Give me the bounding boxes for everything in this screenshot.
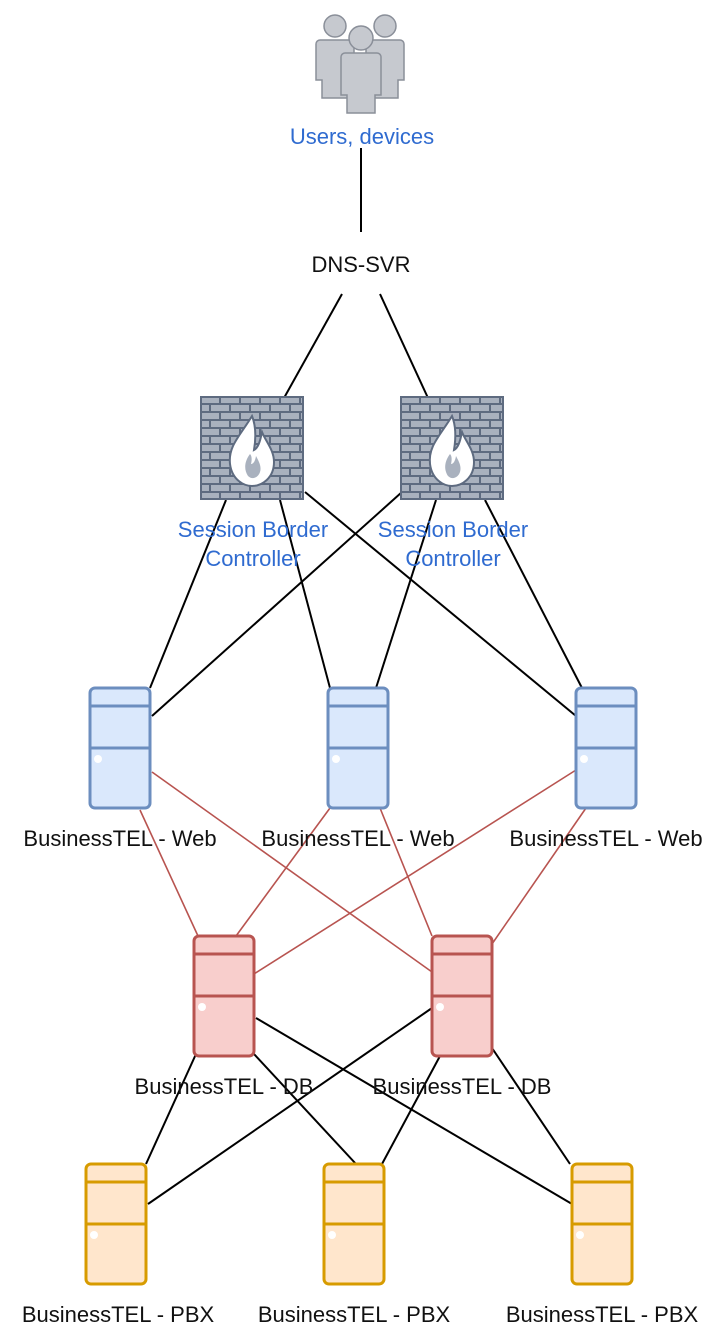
link-db2-pbx3 (491, 1047, 571, 1165)
server-icon (328, 688, 388, 808)
link-web3-db1 (253, 769, 577, 975)
sbc-label-1-line-1: Session Border (178, 517, 328, 542)
web-server-label-3: BusinessTEL - Web (509, 826, 702, 851)
link-sbc1-web2 (279, 499, 331, 689)
server-icon (432, 936, 492, 1056)
server-icon (90, 688, 150, 808)
sbc-label-2-line-1: Session Border (378, 517, 528, 542)
link-db2-pbx2 (381, 1055, 441, 1165)
link-web2-db2 (379, 807, 433, 937)
server-icon (572, 1164, 632, 1284)
firewall-icon (200, 396, 304, 500)
server-icon (576, 688, 636, 808)
server-icon (86, 1164, 146, 1284)
connections (139, 148, 587, 1205)
users-label: Users, devices (290, 124, 434, 149)
link-db2-pbx1 (147, 1007, 433, 1205)
link-web1-db2 (151, 771, 433, 973)
link-sbc1-web3 (304, 491, 577, 717)
web-server-label-2: BusinessTEL - Web (261, 826, 454, 851)
link-web1-db1 (139, 809, 199, 937)
link-sbc1-web1 (149, 499, 227, 689)
dns-server-label: DNS-SVR (311, 252, 410, 277)
pbx-server-label-1: BusinessTEL - PBX (22, 1302, 215, 1327)
server-icon (194, 936, 254, 1056)
db-server-label-1: BusinessTEL - DB (135, 1074, 314, 1099)
pbx-server-label-2: BusinessTEL - PBX (258, 1302, 451, 1327)
web-server-label-1: BusinessTEL - Web (23, 826, 216, 851)
sbc-label-1-line-2: Controller (205, 546, 300, 571)
db-server-label-2: BusinessTEL - DB (373, 1074, 552, 1099)
link-db1-pbx1 (145, 1053, 197, 1165)
firewall-icon (400, 396, 504, 500)
link-web3-db2 (491, 807, 587, 945)
link-sbc2-web3 (484, 499, 583, 689)
link-db1-pbx2 (253, 1053, 357, 1165)
pbx-server-label-3: BusinessTEL - PBX (506, 1302, 699, 1327)
link-dns-sbc2 (379, 293, 429, 399)
link-web2-db1 (235, 807, 331, 937)
link-db1-pbx3 (255, 1017, 573, 1205)
link-sbc2-web2 (375, 499, 437, 689)
users-group-icon (315, 14, 405, 114)
sbc-label-2-line-2: Controller (405, 546, 500, 571)
server-icon (324, 1164, 384, 1284)
link-sbc2-web1 (151, 491, 403, 717)
link-dns-sbc1 (283, 293, 343, 399)
